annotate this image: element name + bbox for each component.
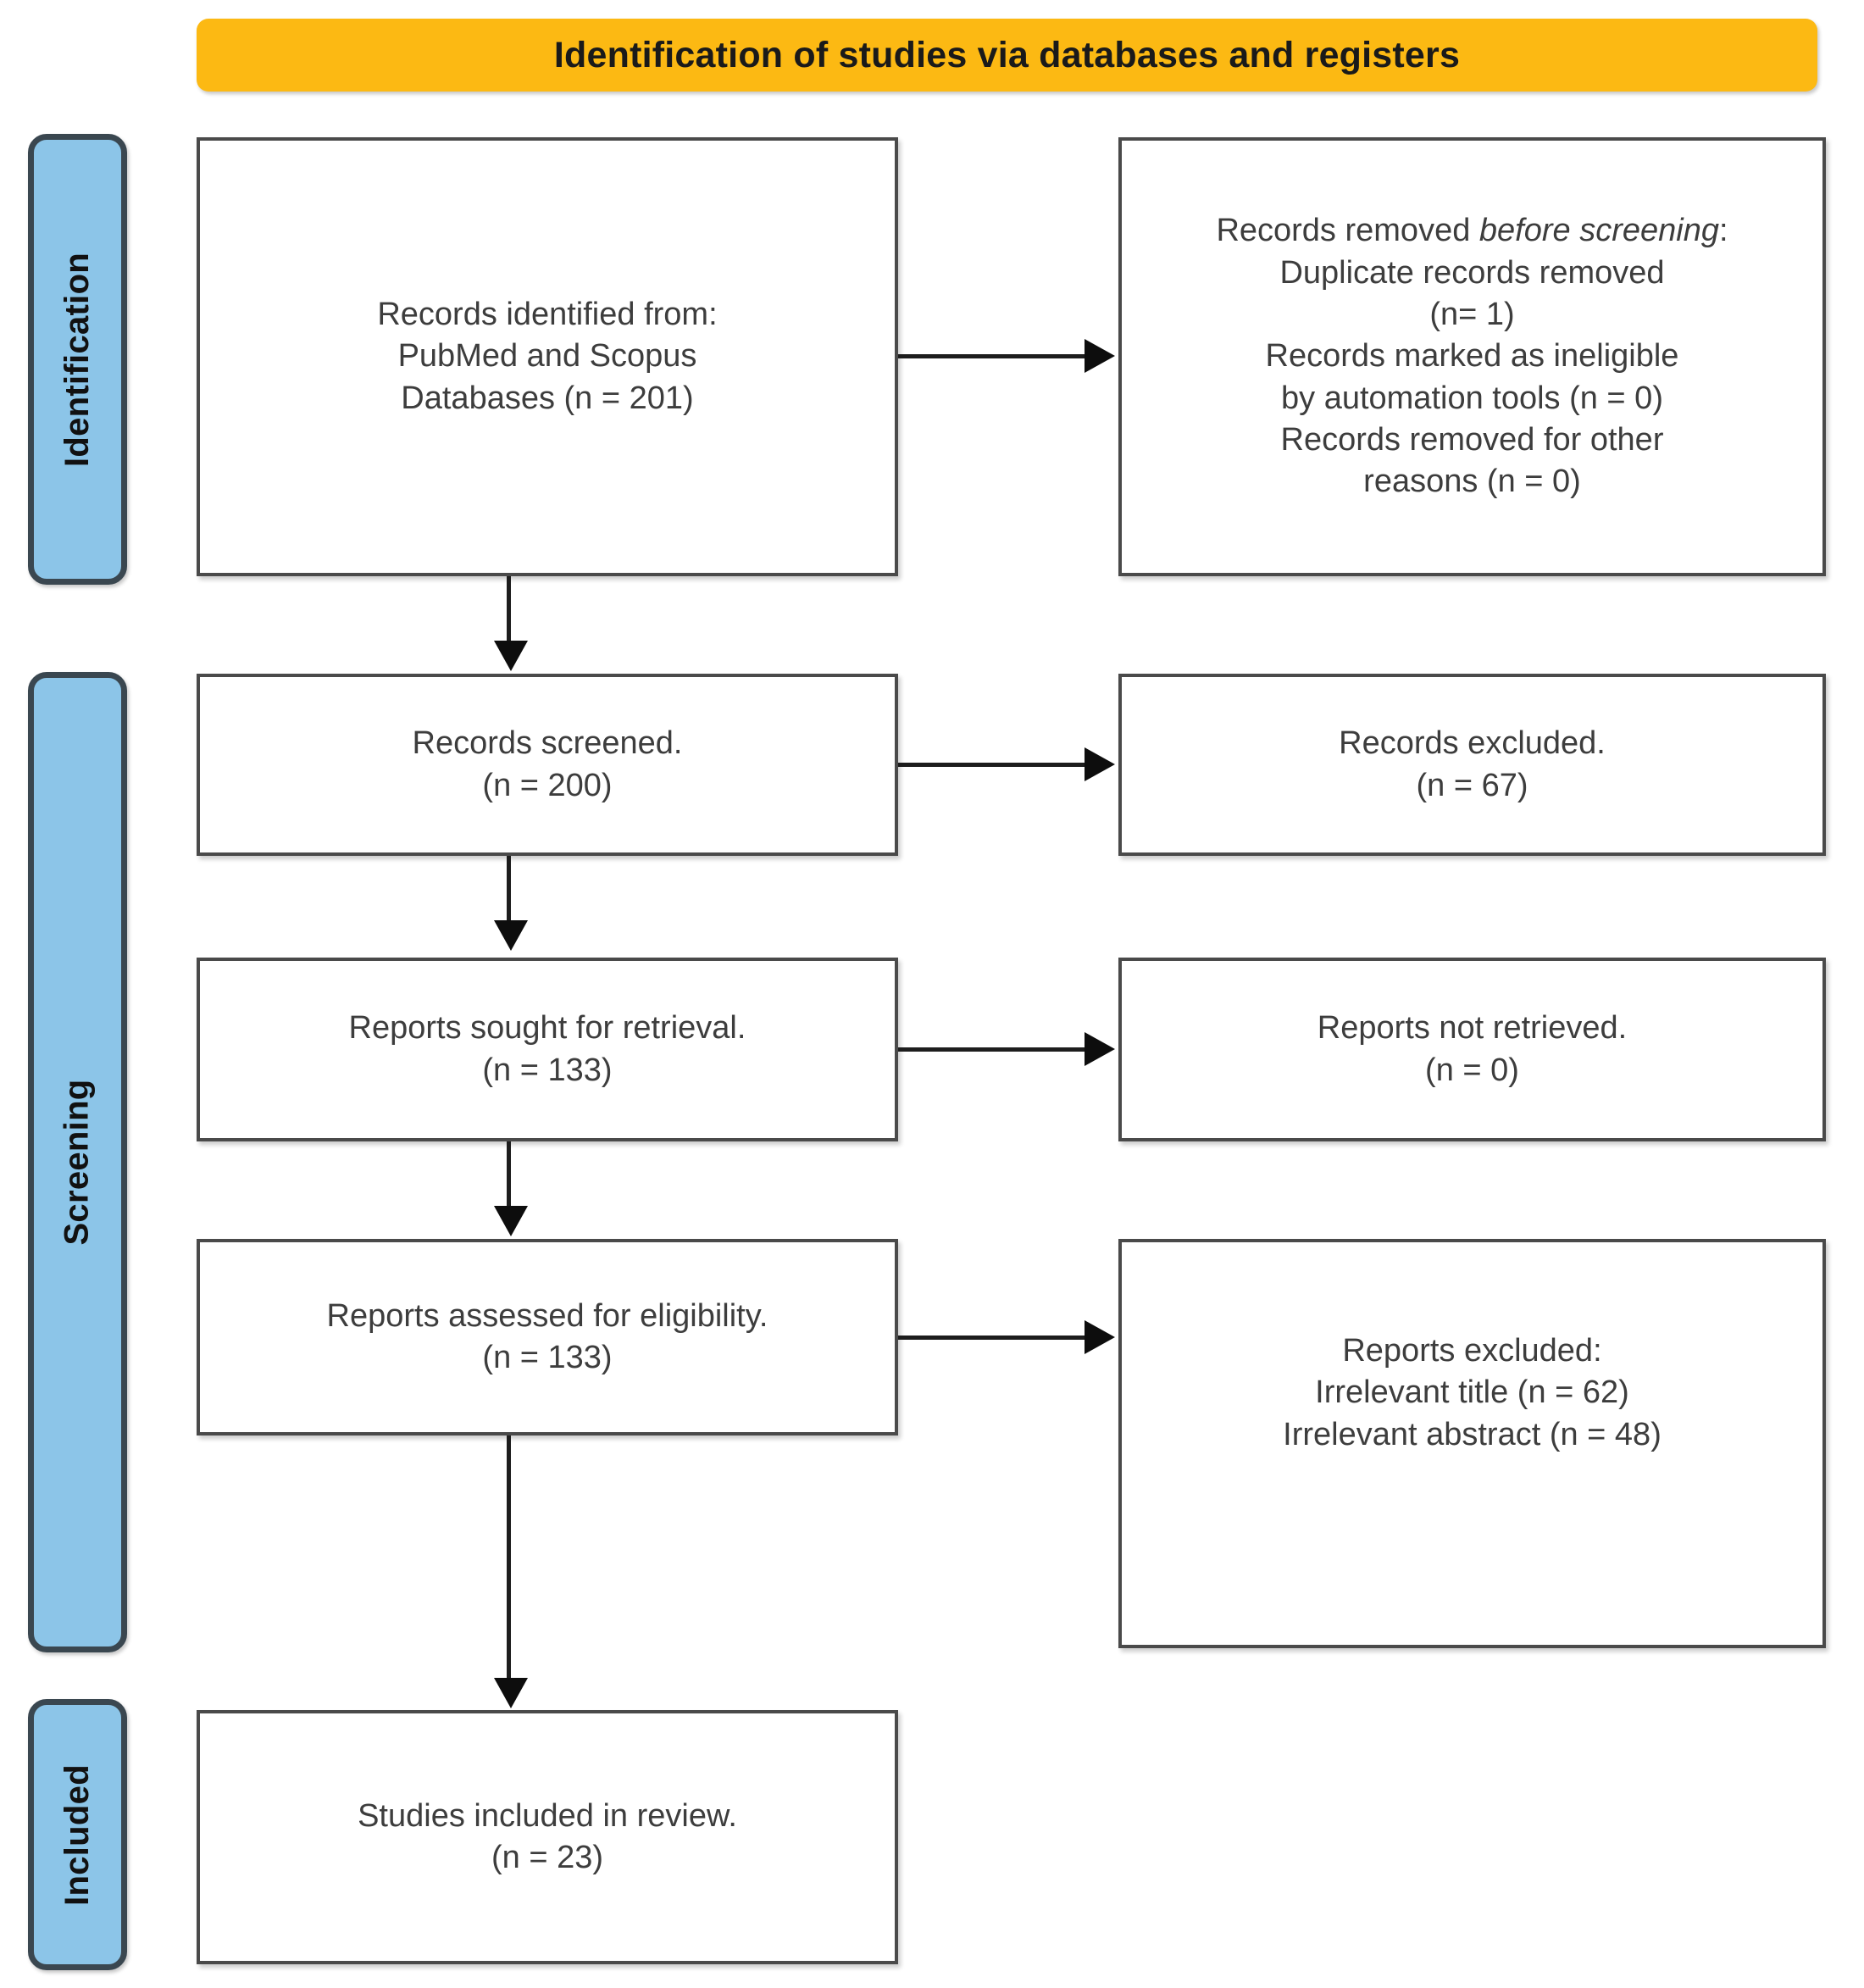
box-records-identified-text: Records identified from: PubMed and Scop…: [377, 296, 718, 416]
box-reports-assessed-for-eligibility: Reports assessed for eligibility. (n = 1…: [197, 1239, 898, 1435]
connector-sought-to-not-retrieved: [898, 1047, 1086, 1052]
connector-assessed-to-included: [507, 1435, 511, 1680]
arrow-down-icon: [494, 920, 528, 951]
diagram-header-banner: Identification of studies via databases …: [197, 19, 1817, 92]
stage-label-screening-text: Screening: [58, 1079, 97, 1246]
connector-assessed-to-excluded-reports: [898, 1336, 1086, 1340]
arrow-down-icon: [494, 641, 528, 671]
box-records-screened-text: Records screened. (n = 200): [412, 725, 683, 803]
stage-label-included: Included: [28, 1699, 127, 1970]
box-reports-sought-for-retrieval: Reports sought for retrieval. (n = 133): [197, 958, 898, 1141]
stage-label-identification: Identification: [28, 134, 127, 585]
stage-label-screening: Screening: [28, 672, 127, 1652]
box-records-removed-before-screening: Records removed before screening: Duplic…: [1118, 137, 1826, 576]
removed-emphasis: before screening: [1478, 213, 1719, 249]
page-title: Identification of studies via databases …: [553, 34, 1461, 75]
arrow-right-icon: [1085, 747, 1115, 781]
connector-identified-to-removed: [898, 354, 1086, 358]
box-reports-sought-text: Reports sought for retrieval. (n = 133): [348, 1010, 746, 1088]
box-reports-not-retrieved: Reports not retrieved. (n = 0): [1118, 958, 1826, 1141]
box-records-excluded-text: Records excluded. (n = 67): [1339, 725, 1606, 803]
box-studies-included-in-review: Studies included in review. (n = 23): [197, 1710, 898, 1964]
arrow-down-icon: [494, 1678, 528, 1708]
arrow-down-icon: [494, 1206, 528, 1236]
arrow-right-icon: [1085, 339, 1115, 373]
removed-body: : Duplicate records removed (n= 1) Recor…: [1265, 213, 1728, 500]
box-reports-assessed-text: Reports assessed for eligibility. (n = 1…: [326, 1297, 768, 1375]
box-records-removed-text: Records removed before screening: Duplic…: [1216, 210, 1728, 503]
box-studies-included-text: Studies included in review. (n = 23): [358, 1797, 737, 1875]
box-reports-not-retrieved-text: Reports not retrieved. (n = 0): [1317, 1010, 1628, 1088]
box-reports-excluded-text: Reports excluded: Irrelevant title (n = …: [1283, 1333, 1662, 1452]
connector-identified-to-screened: [507, 576, 511, 642]
arrow-right-icon: [1085, 1320, 1115, 1354]
stage-label-included-text: Included: [58, 1763, 97, 1906]
connector-sought-to-assessed: [507, 1141, 511, 1208]
box-records-screened: Records screened. (n = 200): [197, 674, 898, 856]
connector-screened-to-sought: [507, 856, 511, 922]
removed-prefix: Records removed: [1216, 213, 1479, 249]
box-records-identified: Records identified from: PubMed and Scop…: [197, 137, 898, 576]
arrow-right-icon: [1085, 1032, 1115, 1066]
box-reports-excluded: Reports excluded: Irrelevant title (n = …: [1118, 1239, 1826, 1648]
connector-screened-to-excluded: [898, 763, 1086, 767]
stage-label-identification-text: Identification: [58, 252, 96, 467]
box-records-excluded: Records excluded. (n = 67): [1118, 674, 1826, 856]
